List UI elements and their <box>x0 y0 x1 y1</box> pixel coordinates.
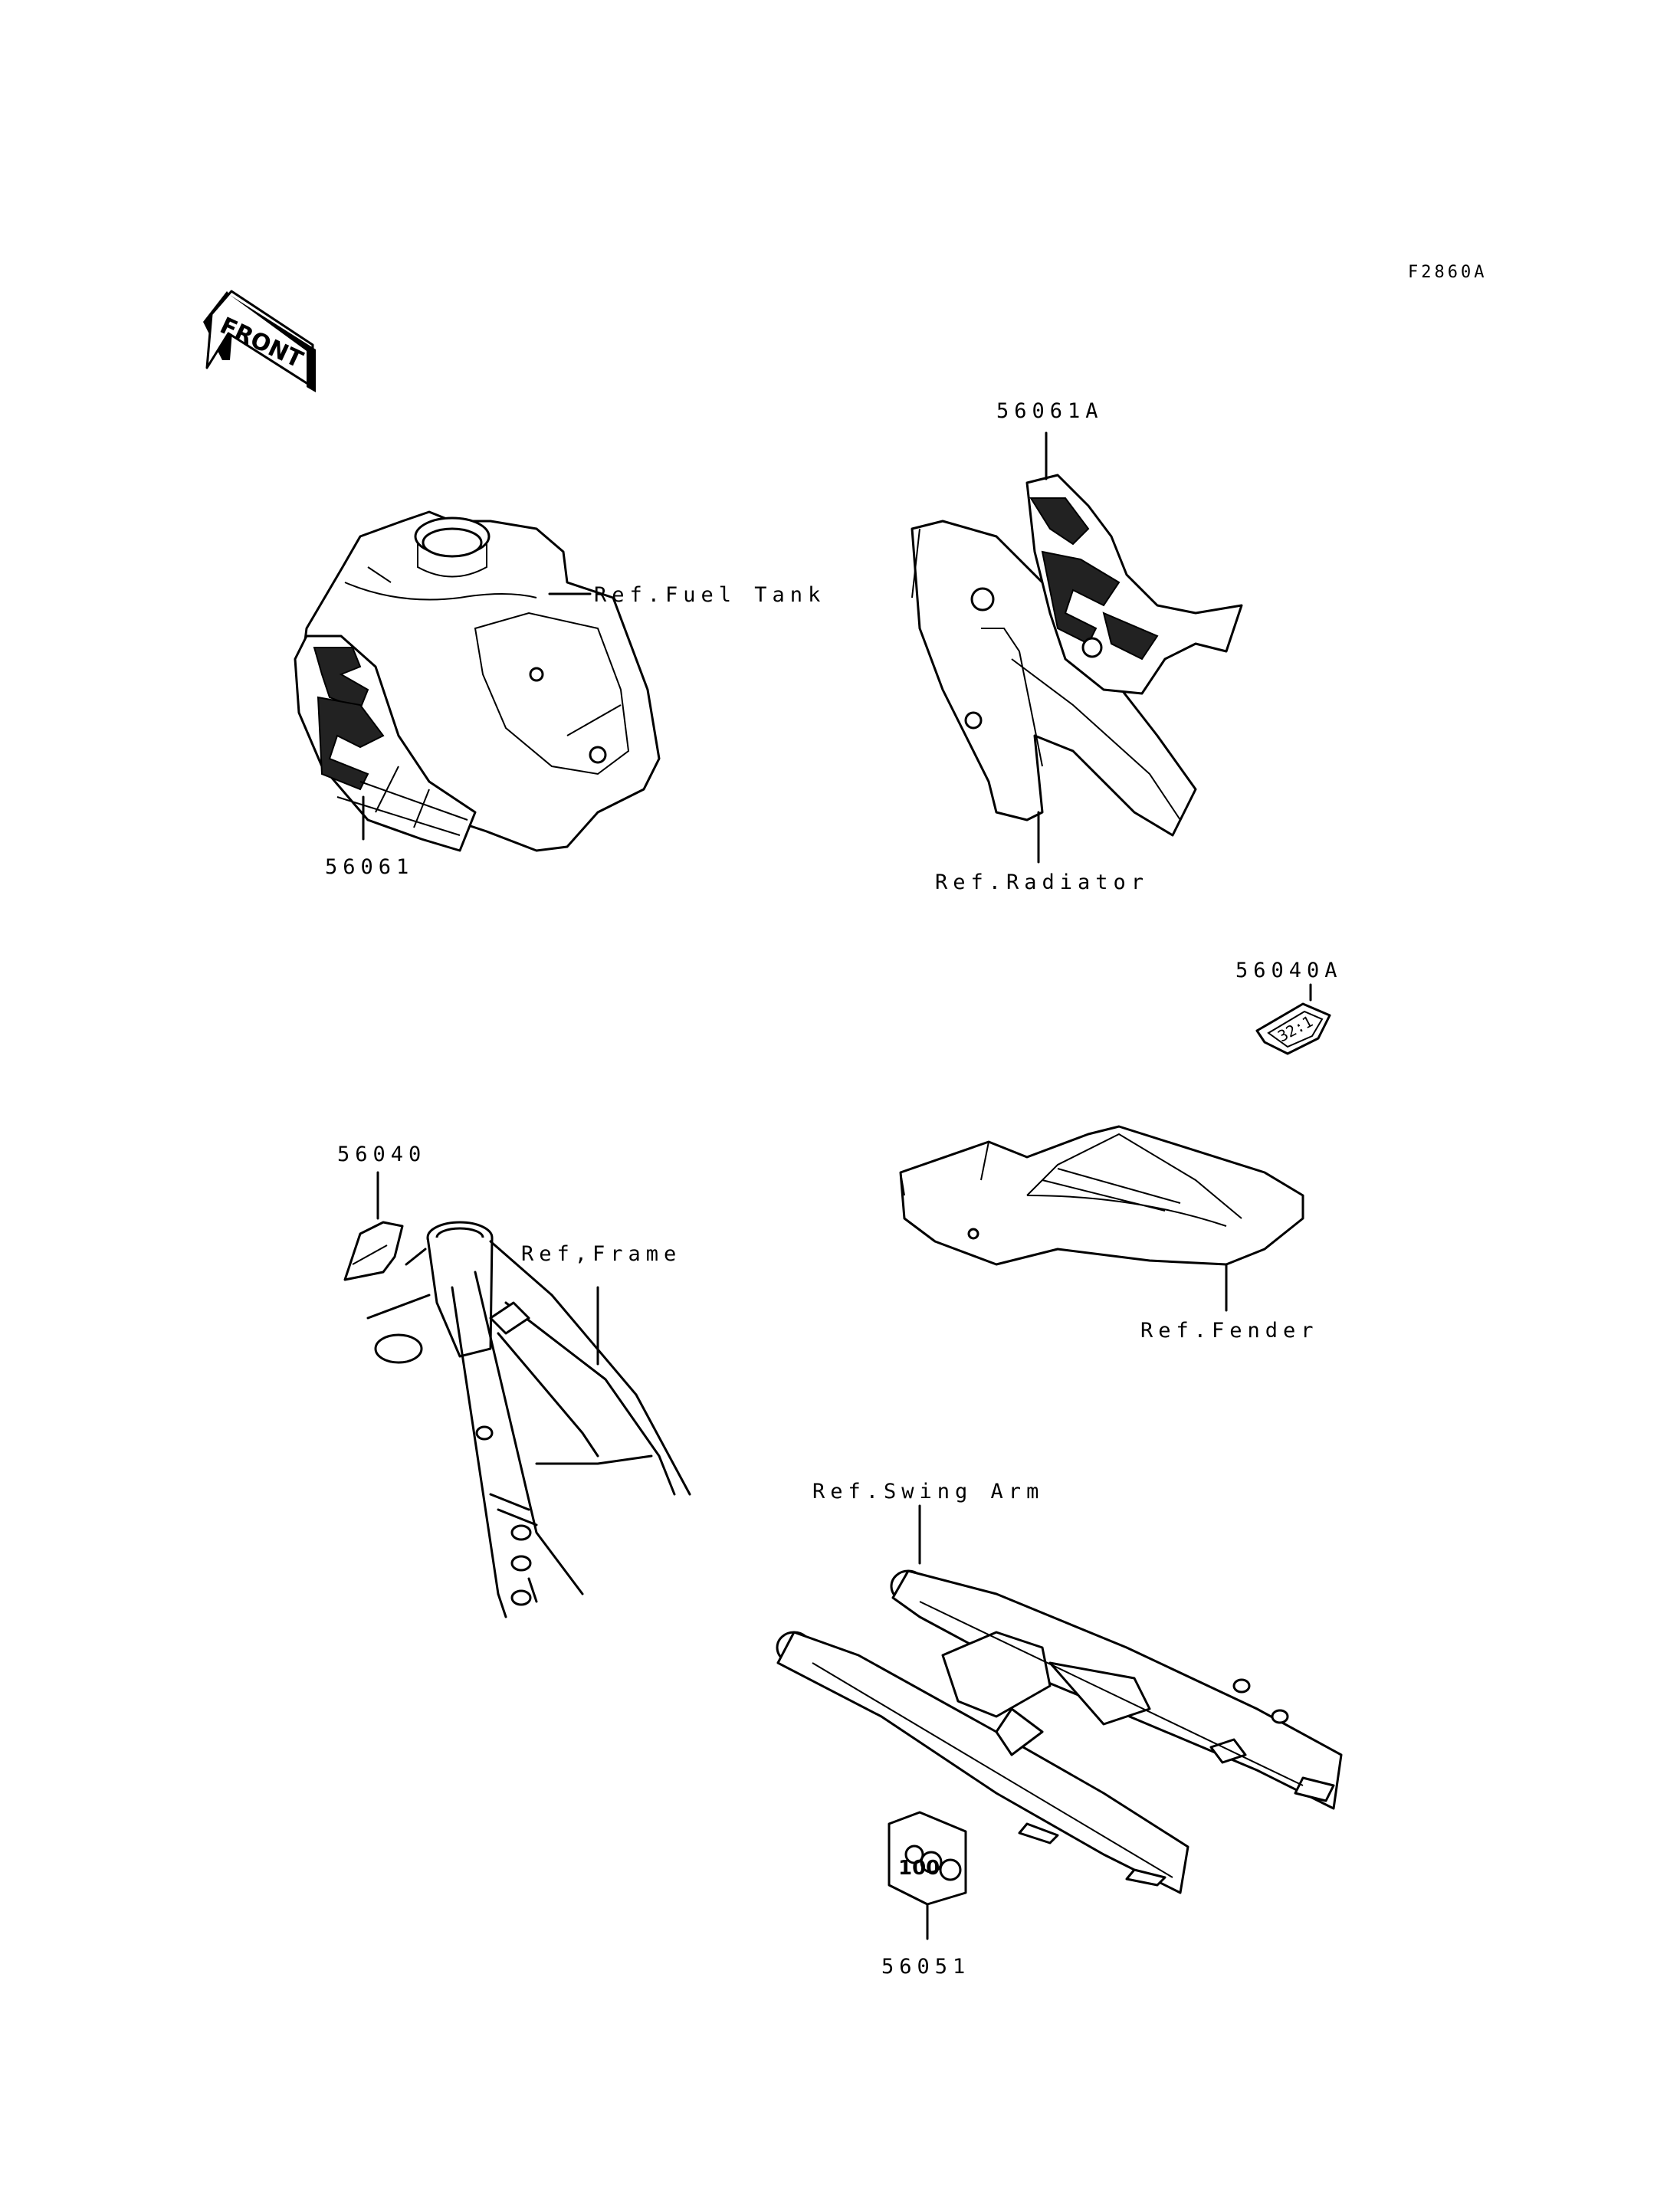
part-56040-label: 56040 <box>337 1143 426 1166</box>
decal-56051: 100 <box>888 1811 967 1906</box>
figure-code: F2860A <box>1408 263 1487 282</box>
ref-swing-arm-label: Ref.Swing Arm <box>812 1480 1044 1503</box>
ref-fender-label: Ref.Fender <box>1140 1319 1319 1343</box>
radiator-reference <box>911 520 1197 837</box>
decal-56040 <box>343 1221 404 1281</box>
swing-arm-reference <box>776 1569 1343 1894</box>
ref-radiator-label: Ref.Radiator <box>935 871 1149 894</box>
decal-56061A <box>1025 474 1243 695</box>
frame-reference <box>366 1221 691 1618</box>
part-56061A-label: 56061A <box>996 399 1104 423</box>
part-56051-label: 56051 <box>881 1955 970 1979</box>
ref-frame-label: Ref,Frame <box>521 1242 681 1266</box>
part-56040A-label: 56040A <box>1235 959 1343 982</box>
ref-fuel-tank-label: Ref.Fuel Tank <box>594 583 825 607</box>
part-56061-label: 56061 <box>325 855 414 879</box>
number-plate-text: 100 <box>898 1857 940 1880</box>
decal-56061 <box>294 635 477 852</box>
front-arrow-icon: FRONT <box>203 290 316 392</box>
fender-reference <box>899 1125 1304 1266</box>
decal-56040A: 32:1 <box>1255 1002 1331 1055</box>
